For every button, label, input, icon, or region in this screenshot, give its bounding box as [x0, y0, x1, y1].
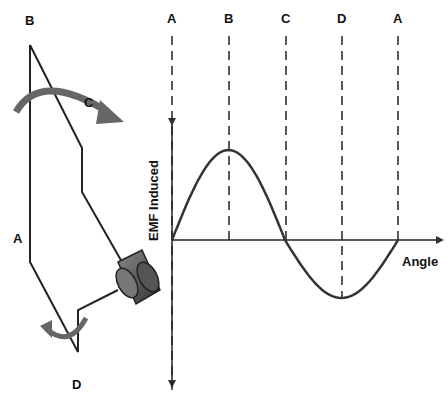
graph-axes	[172, 122, 440, 384]
angle-point-label: A	[167, 12, 176, 25]
coil-point-label: A	[13, 232, 22, 245]
emf-sine-wave	[172, 150, 398, 298]
coil-point-label: D	[72, 378, 81, 391]
rotation-arrow	[16, 91, 124, 338]
angle-point-label: C	[281, 12, 290, 25]
dashed-guide	[172, 36, 398, 392]
angle-point-label: A	[393, 12, 402, 25]
coil-point-label: B	[25, 14, 34, 27]
axis-label: EMF Induced	[146, 160, 159, 241]
axis-label: Angle	[402, 255, 438, 268]
slip-ring	[112, 250, 164, 304]
angle-point-label: D	[337, 12, 346, 25]
coil-point-label: C	[84, 96, 93, 109]
angle-point-label: B	[224, 12, 233, 25]
